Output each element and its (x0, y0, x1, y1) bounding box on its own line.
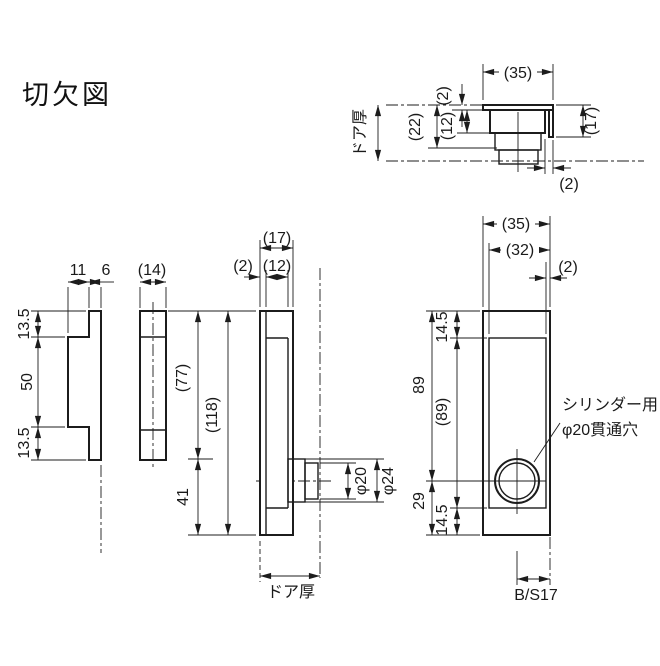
dim-profile-heights: 13.5 50 13.5 (16, 308, 86, 461)
leader-line (533, 422, 561, 463)
dim-label-flange-height: (17) (583, 107, 600, 135)
dim-label-w2: 6 (102, 262, 111, 279)
annotation-line2: φ20貫通穴 (562, 421, 638, 439)
hatched-cylinder-body (498, 149, 539, 165)
dim-label-backset: B/S17 (514, 587, 558, 604)
profile-view: 11 6 13.5 50 13.5 (16, 262, 114, 553)
dim-front-heights: 89 29 14.5 (89) 14.5 (411, 310, 546, 536)
dim-lip-and-inner: (2) (12) (233, 258, 291, 307)
dim-cylinder-diameters: φ20 φ24 (290, 458, 397, 503)
edge-view: (14) (138, 262, 167, 468)
dim-label-front-width: (35) (502, 216, 530, 233)
front-view: (35) (32) (2) 89 29 14.5 (411, 215, 658, 604)
center-section-view: (17) (2) (12) (77) 41 (118) φ20 (168, 230, 397, 601)
dim-label-upper-height: (77) (174, 364, 191, 392)
dim-plate-width: (17) (259, 230, 294, 307)
dim-label-door-thickness: ドア厚 (352, 109, 369, 157)
dim-label-plate-width: (17) (263, 230, 291, 247)
page-title: 切欠図 (22, 80, 112, 110)
dim-flange-height: (17) (556, 104, 600, 138)
dim-label-lip: (2) (233, 258, 253, 275)
dim-label-front-lip: (2) (558, 259, 578, 276)
dim-body-depth: (12) (439, 110, 492, 140)
dim-front-width: (35) (482, 215, 551, 307)
dim-label-center-to-bottom: 29 (411, 492, 428, 510)
dim-door-thickness-bottom: ドア厚 (259, 541, 320, 601)
part-outline (482, 310, 551, 536)
dim-label-inner-height: (89) (434, 398, 451, 426)
top-section-view: ドア厚 (2) (12) (22) (17) (352, 63, 644, 193)
dim-label-total-depth: (22) (407, 113, 424, 141)
dim-door-thickness: ドア厚 (352, 105, 382, 161)
dim-label-dia24: φ24 (380, 467, 397, 495)
dim-heights: (77) 41 (118) (168, 310, 256, 536)
dim-front-inner-width: (32) (488, 242, 550, 334)
dim-label-flange-thickness: (2) (435, 86, 452, 106)
dim-label-body-depth: (12) (439, 112, 456, 140)
part-outline (67, 310, 102, 461)
dim-backset: B/S17 (514, 537, 558, 604)
dim-flange-thickness: (2) (435, 84, 487, 127)
dim-front-lip: (2) (529, 259, 578, 334)
dim-flange-width: (35) (482, 63, 554, 100)
dim-label-door-thickness: ドア厚 (267, 584, 315, 601)
dim-label-front-inner-width: (32) (506, 242, 534, 259)
dim-label-edge-width: (14) (138, 262, 166, 279)
annotation-line1: シリンダー用 (562, 396, 658, 414)
dim-label-lip-overhang: (2) (559, 176, 579, 193)
dim-label-bottom-margin: 14.5 (434, 504, 451, 535)
part-outline (259, 310, 319, 536)
dim-profile-widths: 11 6 (67, 262, 114, 333)
dim-label-w1: 11 (70, 262, 87, 279)
dim-label-top-margin: 14.5 (434, 311, 451, 342)
dim-lip-overhang: (2) (527, 139, 579, 193)
cylinder-hole-annotation: シリンダー用 φ20貫通穴 (533, 396, 658, 463)
dim-label-h-top: 13.5 (16, 308, 33, 339)
dim-label-inner: (12) (263, 258, 291, 275)
dim-edge-width: (14) (138, 262, 167, 308)
dim-total-depth: (22) (407, 105, 497, 149)
dim-label-flange-width: (35) (504, 65, 532, 82)
hatched-cylinder-body (304, 462, 319, 500)
dim-label-h-bot: 13.5 (16, 427, 33, 458)
dim-label-total-height: (118) (204, 397, 221, 433)
dim-label-lower-height: 41 (175, 488, 192, 506)
dim-label-top-to-center: 89 (411, 376, 428, 394)
dim-label-h-mid: 50 (19, 373, 36, 391)
dim-label-dia20: φ20 (353, 467, 370, 495)
part-outline (482, 104, 554, 172)
